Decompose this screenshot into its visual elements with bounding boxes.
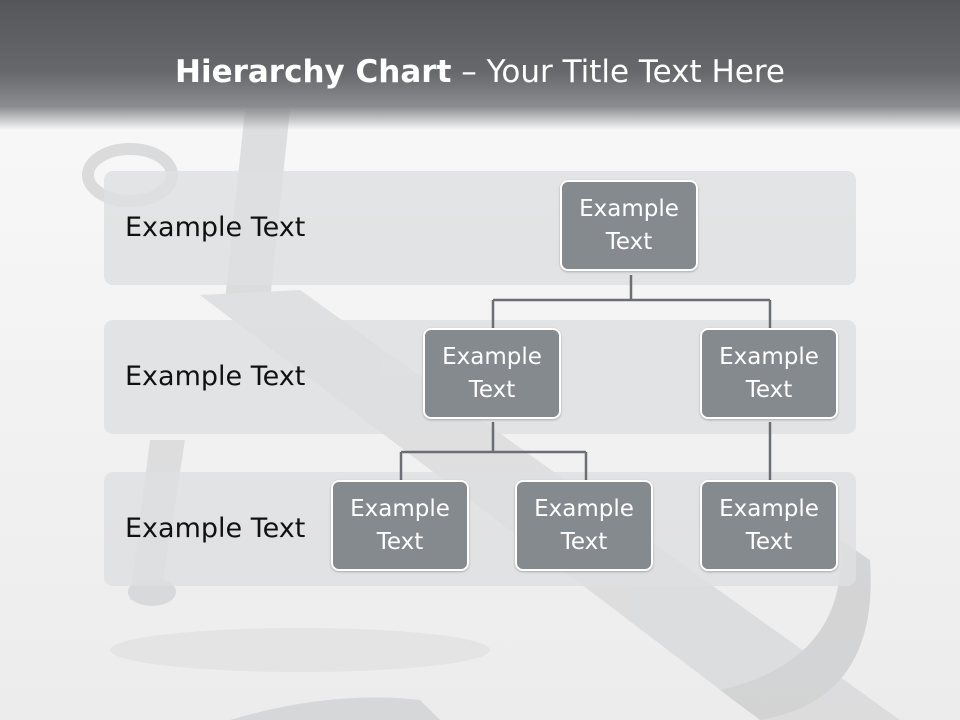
node-mid-left: Example Text xyxy=(423,328,561,419)
node-leaf-1-text: Example Text xyxy=(350,495,450,555)
level-label-1: Example Text xyxy=(125,212,306,243)
node-leaf-3-text: Example Text xyxy=(719,495,819,555)
node-leaf-2-text: Example Text xyxy=(534,495,634,555)
slide-title: Hierarchy Chart – Your Title Text Here xyxy=(0,54,960,90)
level-label-2: Example Text xyxy=(125,361,306,392)
title-rest-part: – Your Title Text Here xyxy=(451,54,785,90)
node-mid-right: Example Text xyxy=(700,328,838,419)
node-leaf-2: Example Text xyxy=(515,480,653,571)
node-root: Example Text xyxy=(560,180,698,271)
node-leaf-1: Example Text xyxy=(331,480,469,571)
node-leaf-3: Example Text xyxy=(700,480,838,571)
title-bold-part: Hierarchy Chart xyxy=(175,54,452,90)
level-label-3: Example Text xyxy=(125,513,306,544)
node-root-text: Example Text xyxy=(579,195,679,255)
title-bar xyxy=(0,0,960,130)
level-band-1: Example Text xyxy=(104,171,856,285)
node-mid-left-text: Example Text xyxy=(442,343,542,403)
node-mid-right-text: Example Text xyxy=(719,343,819,403)
